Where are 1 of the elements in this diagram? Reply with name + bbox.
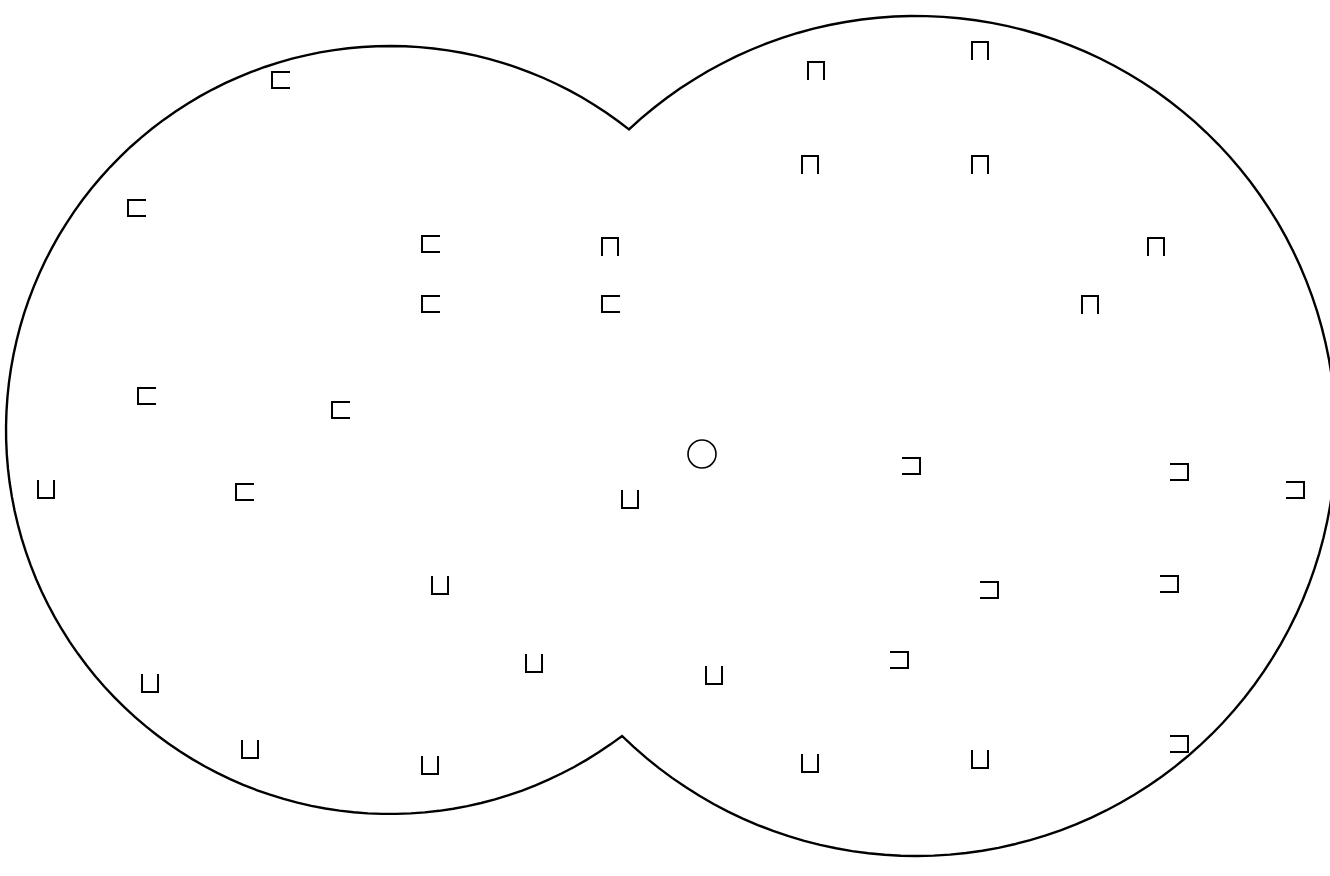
small-circle	[687, 439, 717, 469]
